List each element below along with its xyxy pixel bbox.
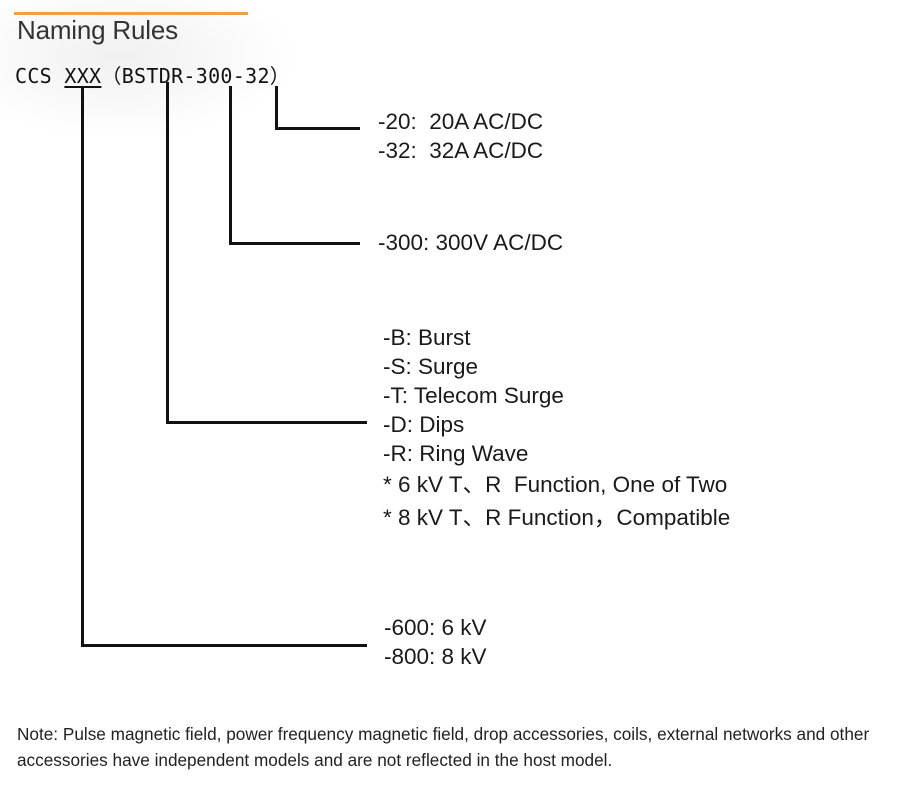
- option-voltage-300: -300: 300V AC/DC: [378, 230, 564, 255]
- title-accent-bar: [14, 12, 248, 15]
- connector-functions-vertical: [166, 82, 169, 424]
- option-function-d: -D: Dips: [383, 412, 465, 437]
- model-suffix: （BSTDR-300-32）: [101, 64, 291, 88]
- option-function-t: -T: Telecom Surge: [383, 383, 564, 408]
- model-prefix: CCS: [15, 64, 65, 88]
- connector-voltage-horizontal: [229, 242, 360, 245]
- option-function-r: -R: Ring Wave: [383, 441, 529, 466]
- model-code: CCS XXX（BSTDR-300-32）: [15, 60, 290, 89]
- option-kv-600: -600: 6 kV: [384, 615, 487, 640]
- connector-functions-horizontal: [166, 421, 367, 424]
- option-function-8kv-note: * 8 kV T、R Function，Compatible: [383, 505, 731, 530]
- connector-current-vertical: [275, 86, 278, 130]
- connector-kv-vertical: [81, 86, 84, 647]
- option-kv-800: -800: 8 kV: [384, 644, 487, 669]
- footnote: Note: Pulse magnetic field, power freque…: [17, 724, 870, 770]
- connector-kv-horizontal: [81, 644, 367, 647]
- connector-voltage-vertical: [229, 86, 232, 245]
- connector-current-horizontal: [275, 127, 360, 130]
- option-function-6kv-note: * 6 kV T、R Function, One of Two: [383, 472, 728, 497]
- option-current-32: -32: 32A AC/DC: [378, 138, 544, 163]
- option-current-20: -20: 20A AC/DC: [378, 109, 544, 134]
- option-function-s: -S: Surge: [383, 354, 479, 379]
- option-function-b: -B: Burst: [383, 325, 471, 350]
- model-placeholder: XXX: [64, 64, 102, 88]
- page-title: Naming Rules: [17, 15, 178, 45]
